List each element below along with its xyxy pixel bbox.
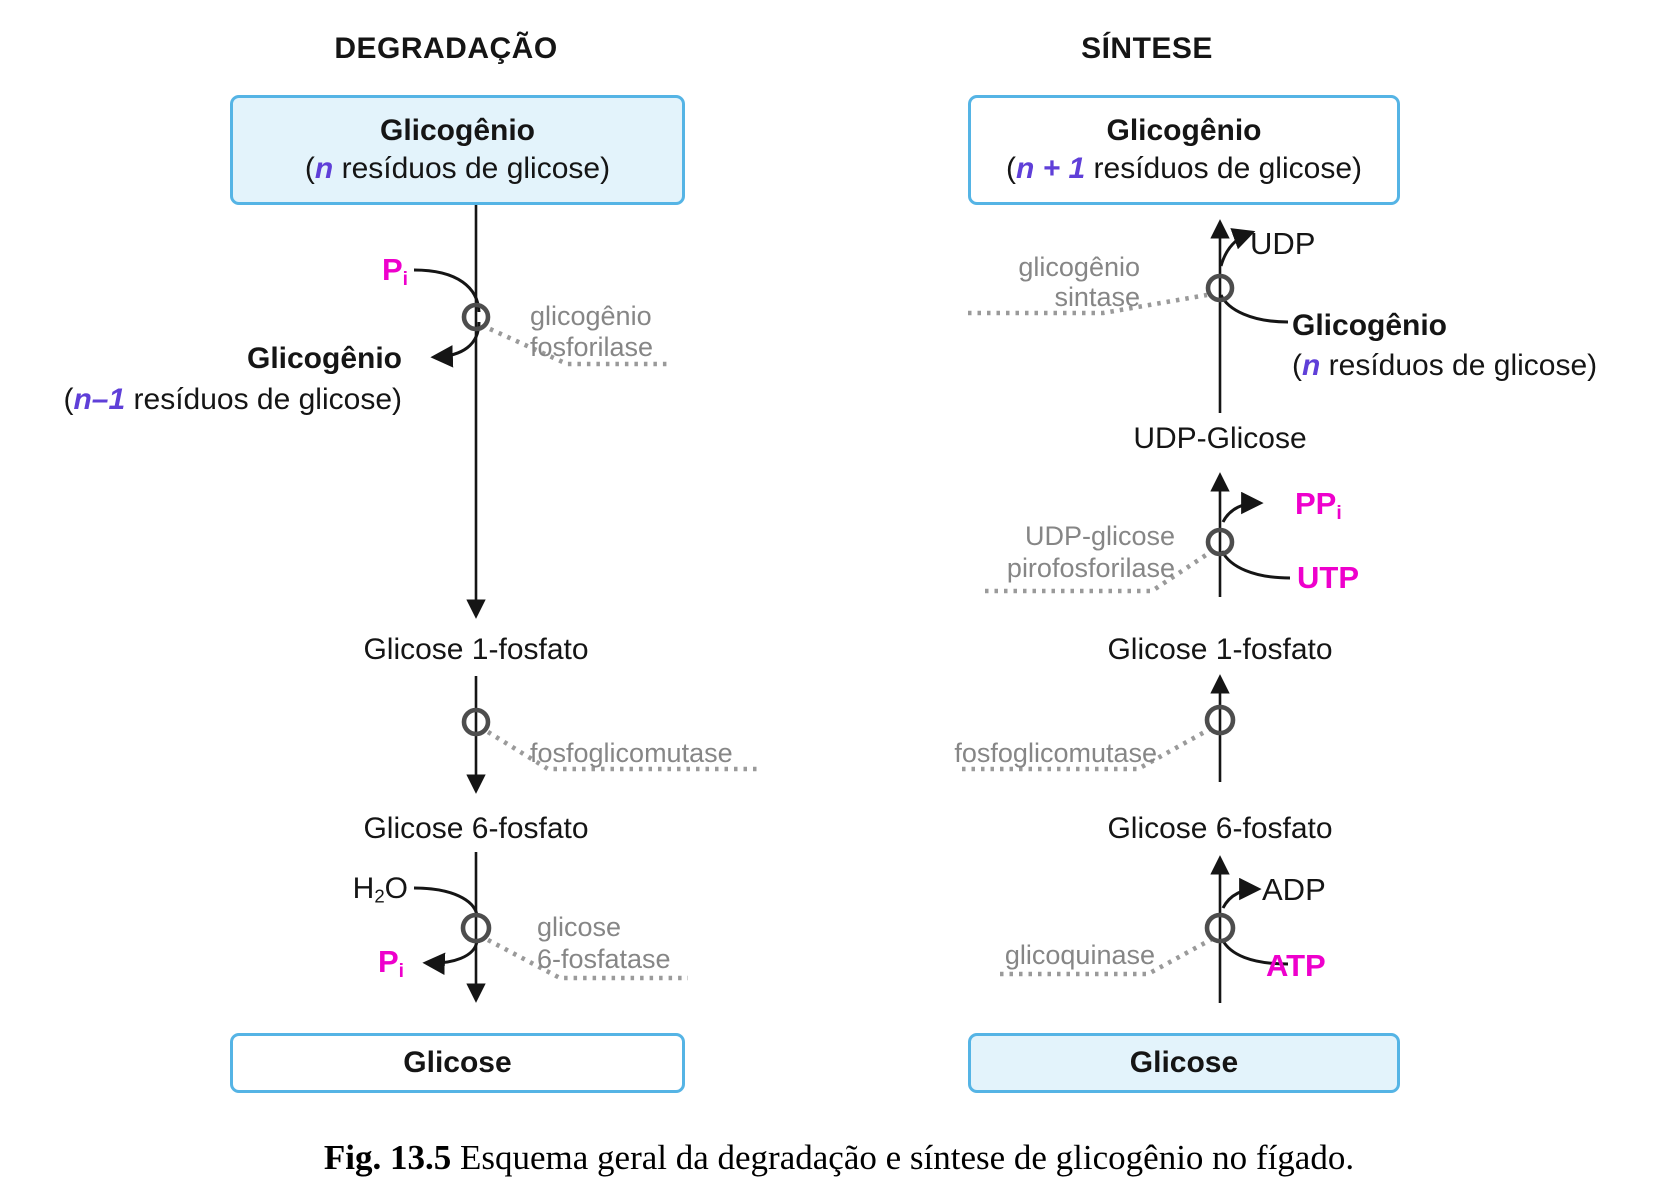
junction-circle-synthase — [1205, 273, 1235, 303]
pi-out-label: Pi — [377, 944, 404, 982]
glucose-box-left: Glicose — [230, 1033, 685, 1093]
n-plus-1-variable: n + 1 — [1015, 152, 1086, 185]
glycogen-n-substrate-name: Glicogênio — [1292, 309, 1448, 342]
junction-circle-phosphatase — [460, 912, 492, 944]
figure-caption: Fig. 13.5 Esquema geral da degradação e … — [0, 1138, 1678, 1178]
glucose-6-phosphate-right-label: Glicose 6-fosfato — [1107, 812, 1333, 845]
curved-arrow-udp-out — [1219, 228, 1256, 267]
h2o-label: H2O — [352, 872, 408, 907]
enzyme-connector-glucokinase — [1000, 936, 1214, 977]
junction-circle-mutase-right — [1204, 704, 1236, 736]
enzyme-connector-mutase-right — [962, 726, 1212, 772]
figure-caption-text: Esquema geral da degradação e síntese de… — [451, 1138, 1355, 1177]
enzyme-connector-mutase-left — [486, 730, 757, 772]
glycogen-n-substrate-sub: (n resíduos de glicose) — [1292, 349, 1598, 382]
curved-arrow-atp-in — [1220, 938, 1289, 966]
junction-circle-pyrophosphorylase — [1205, 527, 1235, 557]
enzyme-label-glicoquinase: glicoquinase — [1004, 940, 1155, 970]
curved-arrow-ppi-out — [1221, 491, 1264, 523]
enzyme-label-udp-glicose-pirofosforilase: UDP-glicose pirofosforilase — [1006, 521, 1175, 583]
column-title-degradacao: DEGRADAÇÃO — [334, 32, 558, 65]
junction-circle-phosphorylase — [461, 302, 491, 332]
glycogen-n-minus-1-sub: (n–1 resíduos de glicose) — [63, 383, 402, 416]
glycogen-n-substrate-label: Glicogênio (n resíduos de glicose) — [1292, 306, 1597, 386]
n-variable: n — [314, 152, 334, 185]
glycogen-n-plus-1-box-sub: (n + 1 resíduos de glicose) — [1005, 152, 1362, 185]
enzyme-label-fosfoglicomutase-left: fosfoglicomutase — [530, 738, 733, 768]
enzyme-connector-synthase — [968, 292, 1208, 316]
glycogen-n-box-name: Glicogênio — [379, 114, 535, 147]
enzyme-label-glicose-6-fosfatase: glicose 6-fosfatase — [537, 912, 671, 974]
enzyme-label-glicogenio-sintase: glicogênio sintase — [1018, 252, 1140, 312]
n-substrate-variable: n — [1302, 349, 1321, 382]
column-title-sintese: SÍNTESE — [1081, 32, 1213, 65]
adp-label: ADP — [1262, 872, 1326, 907]
enzyme-connector-phosphorylase — [489, 326, 672, 367]
curved-arrow-utp-in — [1220, 550, 1291, 580]
glucose-6-phosphate-left-label: Glicose 6-fosfato — [363, 812, 589, 845]
utp-label: UTP — [1297, 560, 1359, 595]
ppi-label: PPi — [1295, 486, 1342, 524]
glycogen-n-minus-1-label: Glicogênio (n–1 resíduos de glicose) — [0, 338, 402, 420]
curved-arrow-glycogen-in — [1219, 294, 1289, 324]
glycogen-n-plus-1-box: Glicogênio (n + 1 resíduos de glicose) — [968, 95, 1400, 205]
glycogen-n-plus-1-box-name: Glicogênio — [1106, 114, 1262, 147]
figure-caption-number: Fig. 13.5 — [323, 1138, 452, 1177]
ppi-subscript: i — [1336, 502, 1342, 524]
udp-glucose-label: UDP-Glicose — [1133, 422, 1307, 455]
glycogen-n-box: Glicogênio (n resíduos de glicose) — [230, 95, 685, 205]
curved-arrow-adp-out — [1221, 877, 1262, 909]
enzyme-label-glicogenio-fosforilase: glicogênio fosforilase — [530, 301, 654, 362]
glucose-1-phosphate-left-label: Glicose 1-fosfato — [363, 633, 589, 666]
pi-in-subscript: i — [402, 268, 408, 290]
curved-arrow-pi-out — [422, 940, 479, 975]
junction-circle-mutase-left — [461, 707, 491, 737]
pi-out-subscript: i — [398, 960, 404, 982]
curved-arrow-h2o-in — [413, 886, 479, 916]
glycogen-n-box-sub: (n resíduos de glicose) — [304, 152, 611, 185]
glycogen-n-minus-1-name: Glicogênio — [246, 342, 402, 375]
udp-label: UDP — [1250, 226, 1316, 261]
pi-in-label: Pi — [381, 252, 408, 290]
enzyme-label-fosfoglicomutase-right: fosfoglicomutase — [954, 738, 1157, 768]
atp-label: ATP — [1266, 948, 1326, 983]
h2o-subscript: 2 — [374, 885, 385, 907]
glucose-box-right: Glicose — [968, 1033, 1400, 1093]
junction-circle-glucokinase — [1204, 912, 1236, 944]
glucose-1-phosphate-right-label: Glicose 1-fosfato — [1107, 633, 1333, 666]
n-minus-1-variable: n–1 — [73, 383, 126, 416]
